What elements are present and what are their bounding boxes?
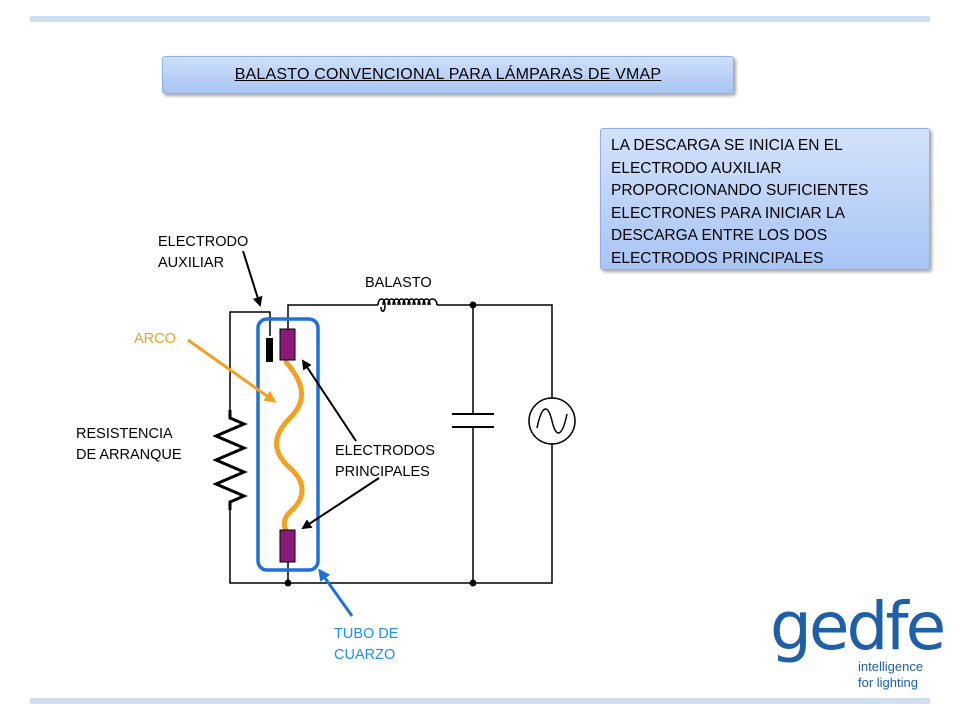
logo-wordmark: gedfe xyxy=(770,588,946,665)
logo-tagline-1: intelligence xyxy=(858,659,924,674)
note-line: DESCARGA ENTRE LOS DOS xyxy=(611,227,828,244)
junction-dots xyxy=(284,301,477,587)
gedfe-logo: gedfe intelligence for lighting xyxy=(770,594,946,692)
diagram-title: BALASTO CONVENCIONAL PARA LÁMPARAS DE VM… xyxy=(234,66,662,83)
label-arco: ARCO xyxy=(134,331,176,347)
main-electrode-top xyxy=(279,328,296,361)
label-tubo-de-cuarzo: TUBO DE CUARZO xyxy=(334,624,398,666)
ballast-coil-icon xyxy=(377,298,438,312)
main-electrode-bottom xyxy=(279,529,296,563)
discharge-arc xyxy=(274,359,305,533)
label-electrodos-principales: ELECTRODOS PRINCIPALES xyxy=(335,441,435,483)
capacitor-icon xyxy=(452,413,494,428)
note-line: ELECTRODO AUXILIAR xyxy=(611,159,782,177)
arc-arrow xyxy=(187,338,277,403)
label-line: ELECTRODOS xyxy=(335,443,435,459)
label-line: ELECTRODO xyxy=(158,234,249,250)
circuit-wires xyxy=(229,304,553,584)
ac-source-icon xyxy=(528,397,576,445)
starting-resistor-icon xyxy=(212,410,248,510)
label-electrodo-auxiliar: ELECTRODO AUXILIAR xyxy=(158,232,248,274)
label-line: TUBO DE xyxy=(334,626,399,642)
label-resistencia-de-arranque: RESISTENCIA DE ARRANQUE xyxy=(76,424,182,466)
note-line: ELECTRODOS PRINCIPALES xyxy=(611,249,824,267)
top-accent-bar xyxy=(30,16,930,22)
note-line: LA DESCARGA SE INICIA EN EL xyxy=(611,137,843,154)
label-balasto: BALASTO xyxy=(365,275,432,291)
auxiliary-electrode-arrow xyxy=(242,250,263,307)
label-line: AUXILIAR xyxy=(158,255,225,271)
label-line: RESISTENCIA xyxy=(76,426,173,442)
tube-arrow xyxy=(318,568,354,617)
logo-tagline-2: for lighting xyxy=(858,675,918,690)
auxiliary-electrode xyxy=(266,338,273,362)
note-line: PROPORCIONANDO SUFICIENTES xyxy=(611,182,869,199)
label-line: CUARZO xyxy=(334,647,396,663)
quartz-tube xyxy=(256,317,320,572)
note-line: ELECTRONES PARA INICIAR LA xyxy=(611,204,845,222)
main-electrode-arrow-bottom xyxy=(301,477,380,530)
explanation-note: LA DESCARGA SE INICIA EN EL ELECTRODO AU… xyxy=(600,128,930,270)
label-line: PRINCIPALES xyxy=(335,464,430,480)
bottom-accent-bar xyxy=(30,698,930,704)
label-line: DE ARRANQUE xyxy=(76,447,182,463)
title-box: BALASTO CONVENCIONAL PARA LÁMPARAS DE VM… xyxy=(162,56,734,94)
main-electrode-arrow-top xyxy=(301,359,357,442)
